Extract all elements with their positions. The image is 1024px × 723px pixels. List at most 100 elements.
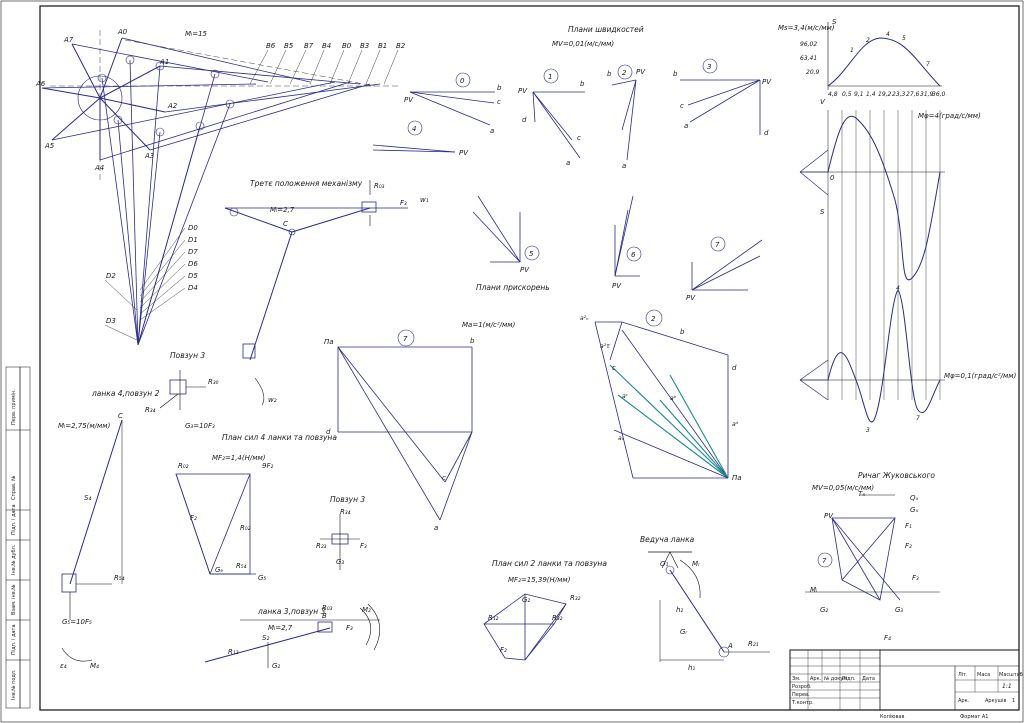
graph-x-tick-8: 31,9	[920, 91, 934, 98]
point-A1: A1	[159, 58, 169, 66]
point-A5: A5	[44, 142, 55, 150]
dl-label-A: A	[727, 642, 733, 650]
footer-format: Формат А1	[960, 714, 988, 720]
graph-s-scale: Ms=3,4(м/с/мм)	[778, 24, 835, 32]
link4-label-R54: R₅₄	[114, 574, 125, 582]
graph-s-tick-2: 63,41	[800, 55, 817, 62]
graph-a-pos3: 3	[866, 427, 870, 434]
graph-s-tick-3: 20,9	[806, 69, 820, 76]
zhukovsky-lever: Ричаг Жуковського MV=0,05(м/с/мм) 7 PV T…	[805, 471, 940, 642]
tb-sheets: Аркушів	[985, 698, 1007, 704]
zh-label-F3: F₃	[912, 574, 919, 582]
tb-lit: Літ.	[958, 672, 968, 678]
velocity-scale: MV=0,01(м/с/мм)	[552, 40, 614, 48]
aplan-7-pv: PV	[686, 294, 696, 302]
velocity-plans: Плани швидкостей MV=0,01(м/с/мм) 0 PV b …	[372, 25, 772, 170]
slider3-top-title: Повзун 3	[170, 351, 205, 360]
drive-link-title: Ведуча ланка	[640, 535, 695, 544]
slider3-mid: Повзун 3 R₃₄ R₂₃ F₃ G₃	[316, 495, 367, 570]
big-plan-scale: Ma=1(м/с²/мм)	[462, 321, 516, 329]
third-position-scale: Mₗ=2,7	[270, 206, 295, 214]
link4-label-M4: M₄	[90, 662, 99, 670]
fp4-label-9F2: 9F₂	[262, 462, 273, 470]
aplan-7-number: 7	[715, 241, 720, 249]
vplan-1-d: d	[522, 116, 527, 124]
tp-label-w1: w₁	[420, 196, 429, 204]
slider3-top: Повзун 3 R₃₀ R₃₄ G₃=10F₃	[145, 351, 219, 430]
point-B7: B7	[304, 42, 314, 50]
side-label-2: Підп. і дата	[11, 624, 17, 655]
side-label-3: Взам. інв.№	[11, 584, 17, 615]
link3-label-F3: F₃	[346, 624, 353, 632]
graph-s-pos2: 2	[866, 37, 870, 44]
link3: ланка 3,повзун 3 Mₗ=2,7 R₁₂ S₂ B R₀₃ F₃ …	[204, 603, 381, 670]
vplan-2-number: 2	[622, 69, 627, 77]
vplan-0-b: b	[497, 84, 502, 92]
tp-label-R03: R₀₃	[374, 182, 385, 190]
tb-header-doc: № докум.	[824, 676, 849, 682]
zh-number: 7	[822, 557, 827, 565]
ap2-label-an: a²ₙ	[580, 315, 589, 322]
fp4-label-R02: R₀₂	[178, 462, 189, 470]
dl-label-Mr: Mᵣ	[692, 560, 701, 568]
force-plan-2-title: План сил 2 ланки та повзуна	[492, 559, 607, 568]
tp-label-F3: F₃	[400, 199, 407, 207]
tb-sheet: Арк.	[958, 698, 970, 704]
zh-label-Mi: Mᵢ	[810, 586, 818, 594]
graph-x-tick-6: 23,3	[892, 91, 906, 98]
graph-x-tick-4: 1,4	[866, 91, 876, 98]
big-plan-c: c	[442, 474, 446, 482]
vplan-3-number: 3	[707, 63, 711, 71]
link3-label-M2: M₂	[362, 606, 371, 614]
side-label-1: Інв.№ подл.	[11, 669, 17, 700]
graph-v-origin: 0	[830, 174, 835, 182]
tb-row-razrob: Розроб.	[792, 684, 812, 690]
fp2-label-F2: F₂	[500, 646, 507, 654]
point-A4: A4	[94, 164, 104, 172]
footer-copied: Копіював	[880, 714, 904, 720]
accel-plan-2: 2 a²ₙ a²τ c b d aᵇ aᵈ aᶜ aₛ Пa	[580, 309, 742, 482]
vplan-3-c: c	[680, 102, 684, 110]
vplan-4-number: 4	[412, 125, 416, 133]
graph-a-scale: Mφ=0,1(град/с²/мм)	[944, 372, 1017, 380]
link3-label-G2: G₂	[272, 662, 280, 670]
point-A0: A0	[117, 28, 128, 36]
point-B3: B3	[360, 42, 369, 50]
tb-header-ark: Арк.	[810, 676, 822, 682]
graph-s-pos1: 1	[850, 47, 854, 54]
graph-x-tick-9: 36,0	[932, 91, 946, 98]
point-B0: B0	[342, 42, 352, 50]
vplan-3-pv: PV	[762, 78, 772, 86]
dl-label-R21: R₂₁	[748, 640, 759, 648]
graph-x-tick-3: 9,1	[854, 91, 864, 98]
aplan-6-number: 6	[631, 251, 636, 259]
ap2-label-at: a²τ	[600, 343, 610, 350]
vplan-1-pv: PV	[518, 87, 528, 95]
point-D3: D3	[106, 317, 116, 325]
link3-label-S2: S₂	[262, 634, 269, 642]
zh-label-G2: G₂	[820, 606, 828, 614]
graph-x-tick-7: 27,6	[906, 91, 920, 98]
point-D5: D5	[188, 272, 198, 280]
point-A2: A2	[167, 102, 178, 110]
slider3-mid-title: Повзун 3	[330, 495, 365, 504]
point-D0: D0	[188, 224, 198, 232]
point-D7: D7	[188, 248, 198, 256]
ap2-label-as: aₛ	[618, 435, 624, 442]
link3-scale: Mₗ=2,7	[268, 624, 293, 632]
dl-label-h2: h₂	[676, 606, 683, 614]
graph-v-axis: V	[820, 98, 826, 106]
tb-row-tkontr: Т.контр.	[791, 700, 814, 706]
aplan-6-pv: PV	[612, 282, 622, 290]
zh-label-Tx: Tₓ	[858, 490, 865, 498]
force-plan-4-scale: MF₂=1,4(Н/мм)	[212, 454, 266, 462]
dl-label-Gr: Gᵣ	[680, 628, 688, 636]
fp4-label-R54: R₅₄	[236, 562, 247, 570]
s3m-label-G3: G₃	[336, 558, 344, 566]
point-B2: B2	[396, 42, 406, 50]
zhukovsky-title: Ричаг Жуковського	[858, 471, 935, 480]
big-accel-plan-7: 7 Ma=1(м/с²/мм) Пa b d c a	[324, 321, 516, 532]
side-strip: Інв.№ подл. Підп. і дата Взам. інв.№ Інв…	[5, 366, 31, 709]
vplan-1-a: a	[566, 159, 570, 167]
mechanism-positions: Mₗ=15	[35, 28, 406, 346]
